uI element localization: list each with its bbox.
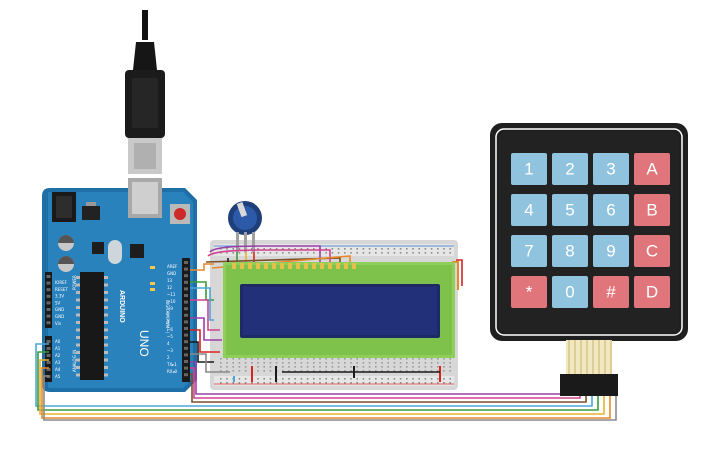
power-section-label: POWER bbox=[72, 275, 77, 290]
keypad-ribbon bbox=[560, 340, 618, 396]
keypad-key-#[interactable]: # bbox=[593, 276, 629, 308]
keypad-key-8[interactable]: 8 bbox=[552, 235, 588, 267]
digital-pin-label: 7 bbox=[167, 320, 170, 325]
power-pin-label: Vin bbox=[55, 321, 62, 326]
keypad-key-label: 2 bbox=[565, 160, 574, 179]
digital-pin-label: 4 bbox=[167, 341, 170, 346]
analog-section-label: ANALOG IN bbox=[72, 350, 77, 372]
analog-pin-label: A4 bbox=[55, 367, 61, 372]
board-name: UNO bbox=[137, 330, 151, 357]
led-l bbox=[150, 266, 155, 269]
power-pin-label: 3.3V bbox=[55, 294, 64, 299]
digital-pin-label: ~6 bbox=[167, 327, 173, 332]
keypad-key-label: B bbox=[646, 201, 657, 220]
lcd-16x2[interactable] bbox=[223, 262, 455, 358]
analog-header bbox=[45, 336, 52, 382]
keypad-key-label: 0 bbox=[565, 283, 574, 302]
analog-pin-label: A2 bbox=[55, 353, 61, 358]
power-pin-label: GND bbox=[55, 307, 64, 312]
led-rx bbox=[150, 288, 155, 291]
keypad-key-label: * bbox=[526, 283, 533, 302]
keypad-key-label: A bbox=[646, 160, 658, 179]
usb-cable[interactable] bbox=[125, 10, 165, 174]
keypad-key-label: 4 bbox=[524, 201, 533, 220]
keypad-key-A[interactable]: A bbox=[634, 153, 670, 185]
digital-pin-label: AREF bbox=[167, 264, 178, 269]
digital-pin-label: RX◂0 bbox=[167, 369, 178, 374]
keypad-key-label: 8 bbox=[565, 242, 574, 261]
keypad-connector bbox=[560, 374, 618, 396]
digital-pin-label: TX▸1 bbox=[166, 362, 177, 367]
keypad-key-2[interactable]: 2 bbox=[552, 153, 588, 185]
keypad-key-0[interactable]: 0 bbox=[552, 276, 588, 308]
digital-pin-label: ~10 bbox=[167, 299, 176, 304]
keypad-key-D[interactable]: D bbox=[634, 276, 670, 308]
digital-pin-label: ~11 bbox=[167, 292, 176, 297]
pot-knob-indicator bbox=[236, 201, 248, 218]
keypad-key-7[interactable]: 7 bbox=[511, 235, 547, 267]
keypad-key-label: 9 bbox=[606, 242, 615, 261]
power-pin-label: 5V bbox=[55, 300, 61, 305]
keypad-key-3[interactable]: 3 bbox=[593, 153, 629, 185]
keypad-key-label: 7 bbox=[524, 242, 533, 261]
digital-pin-label: 2 bbox=[167, 355, 170, 360]
led-tx bbox=[150, 282, 155, 285]
keypad-4x4[interactable]: 1 2 3 A 4 5 6 B 7 8 9 C * 0 # D bbox=[490, 123, 688, 396]
digital-pin-label: 13 bbox=[167, 278, 173, 283]
power-pin-label: IOREF bbox=[55, 280, 68, 285]
analog-pin-label: A5 bbox=[55, 374, 61, 379]
potentiometer[interactable] bbox=[228, 201, 262, 252]
analog-pin-label: A1 bbox=[55, 346, 61, 351]
keypad-key-label: 5 bbox=[565, 201, 574, 220]
keypad-key-*[interactable]: * bbox=[511, 276, 547, 308]
keypad-key-9[interactable]: 9 bbox=[593, 235, 629, 267]
arduino-uno-board[interactable]: UNO ARDUINO DIGITAL (PWM~) POWER ANALOG … bbox=[42, 178, 197, 392]
digital-pin-label: ~3 bbox=[167, 348, 173, 353]
crystal bbox=[108, 240, 122, 264]
keypad-key-6[interactable]: 6 bbox=[593, 194, 629, 226]
digital-section-label: DIGITAL (PWM~) bbox=[165, 300, 170, 334]
analog-pin-label: A3 bbox=[55, 360, 61, 365]
power-pin-label: GND bbox=[55, 314, 64, 319]
digital-pin-label: ~5 bbox=[167, 334, 173, 339]
digital-header bbox=[182, 258, 190, 382]
power-pin-label: RESET bbox=[55, 287, 68, 292]
keypad-key-B[interactable]: B bbox=[634, 194, 670, 226]
analog-pin-label: A0 bbox=[55, 339, 61, 344]
power-header bbox=[45, 272, 52, 328]
keypad-key-C[interactable]: C bbox=[634, 235, 670, 267]
keypad-key-label: 3 bbox=[606, 160, 615, 179]
keypad-key-1[interactable]: 1 bbox=[511, 153, 547, 185]
digital-pin-label: GND bbox=[167, 271, 176, 276]
keypad-key-label: 1 bbox=[524, 160, 533, 179]
digital-pin-label: 8 bbox=[167, 313, 170, 318]
keypad-key-label: D bbox=[646, 283, 658, 302]
keypad-key-4[interactable]: 4 bbox=[511, 194, 547, 226]
board-brand: ARDUINO bbox=[118, 290, 125, 323]
digital-pin-label: 12 bbox=[167, 285, 173, 290]
digital-pin-label: ~9 bbox=[167, 306, 173, 311]
keypad-key-label: C bbox=[646, 242, 658, 261]
keypad-key-5[interactable]: 5 bbox=[552, 194, 588, 226]
keypad-key-label: # bbox=[606, 283, 616, 302]
atmega-chip bbox=[80, 272, 104, 380]
keypad-key-label: 6 bbox=[606, 201, 615, 220]
